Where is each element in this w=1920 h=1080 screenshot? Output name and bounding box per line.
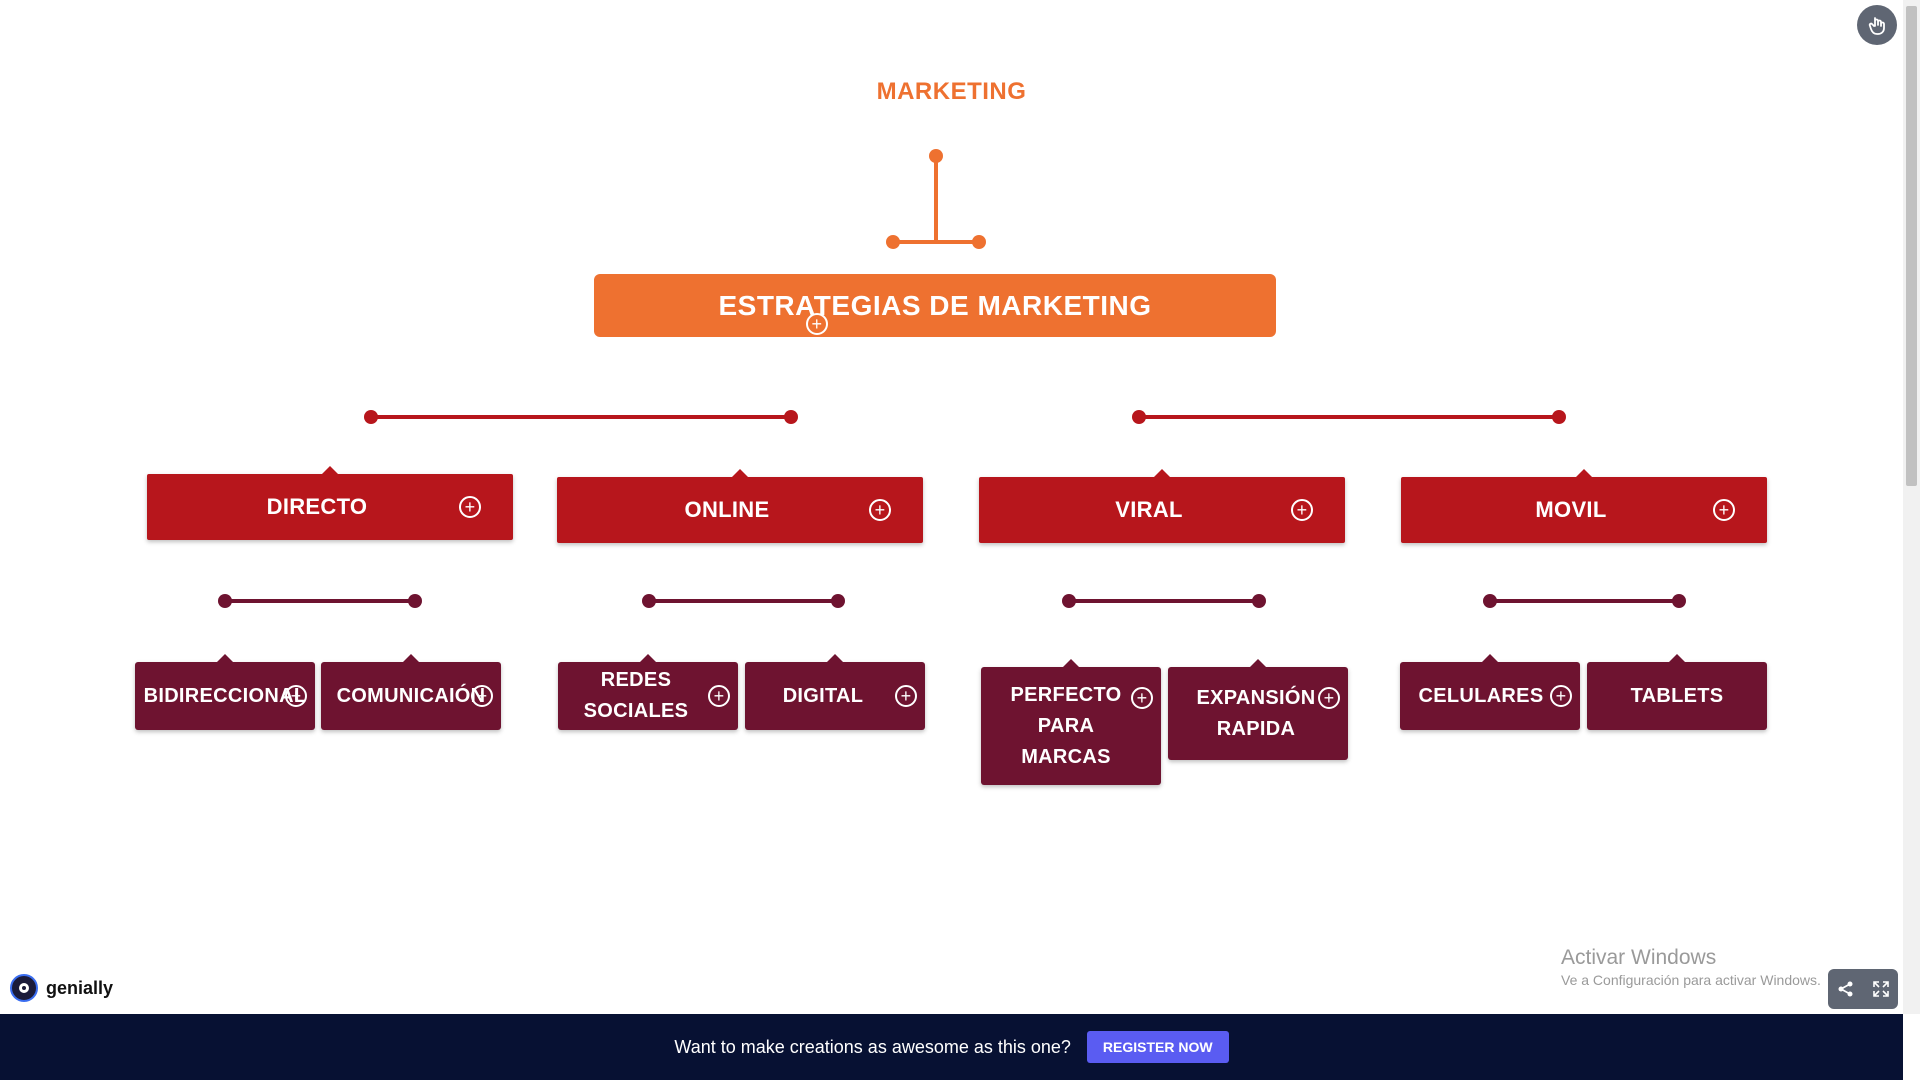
subitem-perfecto-para-marcas[interactable]: PERFECTO PARA MARCAS +	[981, 659, 1161, 785]
notch	[322, 466, 338, 474]
subitem-label: EXPANSIÓN RAPIDA	[1196, 686, 1316, 740]
activate-windows-watermark: Activar Windows Ve a Configuración para …	[1561, 946, 1821, 988]
plus-circle-icon[interactable]: +	[1713, 499, 1735, 521]
vertical-scrollbar[interactable]	[1903, 0, 1920, 1014]
plus-circle-icon[interactable]: +	[806, 313, 828, 335]
logo-text: genially	[46, 977, 114, 998]
notch	[1669, 654, 1685, 662]
interaction-toggle-button[interactable]	[1857, 5, 1897, 45]
subitem-redes-sociales[interactable]: REDES SOCIALES +	[558, 654, 738, 730]
notch	[1482, 654, 1498, 662]
category-viral[interactable]: VIRAL +	[979, 469, 1345, 543]
plus-circle-icon[interactable]: +	[1131, 687, 1153, 709]
subitem-label: TABLETS	[1630, 684, 1724, 707]
subitem-label: PERFECTO PARA MARCAS	[1010, 683, 1122, 768]
plus-circle-icon[interactable]: +	[1291, 499, 1313, 521]
plus-circle-icon[interactable]: +	[1550, 685, 1572, 707]
plus-circle-icon[interactable]: +	[869, 499, 891, 521]
subitem-label: DIGITAL	[782, 684, 864, 707]
notch	[1250, 659, 1266, 667]
subitem-label: COMUNICAIÓN	[336, 684, 486, 707]
plus-circle-icon[interactable]: +	[895, 685, 917, 707]
subitem-label: BIDIRECCIONAL	[143, 684, 307, 707]
main-box-label: ESTRATEGIAS DE MARKETING	[718, 289, 1152, 321]
subitem-tablets[interactable]: TABLETS	[1587, 654, 1767, 730]
page-title: MARKETING	[876, 78, 1027, 105]
subitem-celulares[interactable]: CELULARES +	[1400, 654, 1580, 730]
plus-circle-icon[interactable]: +	[285, 685, 307, 707]
subitem-label: CELULARES	[1418, 684, 1544, 707]
watermark-subtitle: Ve a Configuración para activar Windows.	[1561, 972, 1821, 988]
subitem-comunicacion[interactable]: COMUNICAIÓN +	[321, 654, 501, 730]
subitem-digital[interactable]: DIGITAL +	[745, 654, 925, 730]
category-directo[interactable]: DIRECTO +	[147, 466, 513, 540]
share-fullscreen-controls	[1828, 969, 1898, 1009]
notch	[403, 654, 419, 662]
notch	[217, 654, 233, 662]
plus-circle-icon[interactable]: +	[459, 496, 481, 518]
register-now-button[interactable]: REGISTER NOW	[1086, 1031, 1229, 1063]
category-online[interactable]: ONLINE +	[557, 469, 923, 543]
plus-circle-icon[interactable]: +	[708, 685, 730, 707]
red-connectors	[364, 410, 1566, 424]
maroon-connectors	[218, 594, 1686, 608]
subitem-bidireccional[interactable]: BIDIRECCIONAL +	[135, 654, 315, 730]
genially-logo-icon	[10, 974, 38, 1002]
main-strategy-box[interactable]: ESTRATEGIAS DE MARKETING +	[594, 274, 1276, 337]
orange-connector	[886, 149, 986, 249]
category-label: MOVIL	[1535, 497, 1607, 522]
fullscreen-icon[interactable]	[1872, 980, 1890, 998]
category-movil[interactable]: MOVIL +	[1401, 469, 1767, 543]
watermark-title: Activar Windows	[1561, 946, 1717, 969]
register-banner: Want to make creations as awesome as thi…	[0, 1014, 1903, 1080]
plus-circle-icon[interactable]: +	[1318, 687, 1340, 709]
hand-pointer-icon	[1868, 17, 1885, 35]
connector-lines	[218, 149, 1686, 608]
scrollbar-thumb[interactable]	[1906, 6, 1917, 486]
notch	[640, 654, 656, 662]
subitem-label: REDES SOCIALES	[583, 669, 689, 722]
category-label: ONLINE	[684, 497, 770, 522]
notch	[732, 469, 748, 477]
category-label: DIRECTO	[266, 494, 368, 519]
banner-message: Want to make creations as awesome as thi…	[674, 1036, 1071, 1057]
share-icon[interactable]	[1837, 980, 1855, 998]
subitem-expansion-rapida[interactable]: EXPANSIÓN RAPIDA +	[1168, 659, 1348, 760]
notch	[827, 654, 843, 662]
plus-circle-icon[interactable]: +	[471, 685, 493, 707]
genially-logo[interactable]: genially	[10, 974, 113, 1002]
notch	[1576, 469, 1592, 477]
notch	[1154, 469, 1170, 477]
notch	[1063, 659, 1079, 667]
category-label: VIRAL	[1115, 497, 1183, 522]
